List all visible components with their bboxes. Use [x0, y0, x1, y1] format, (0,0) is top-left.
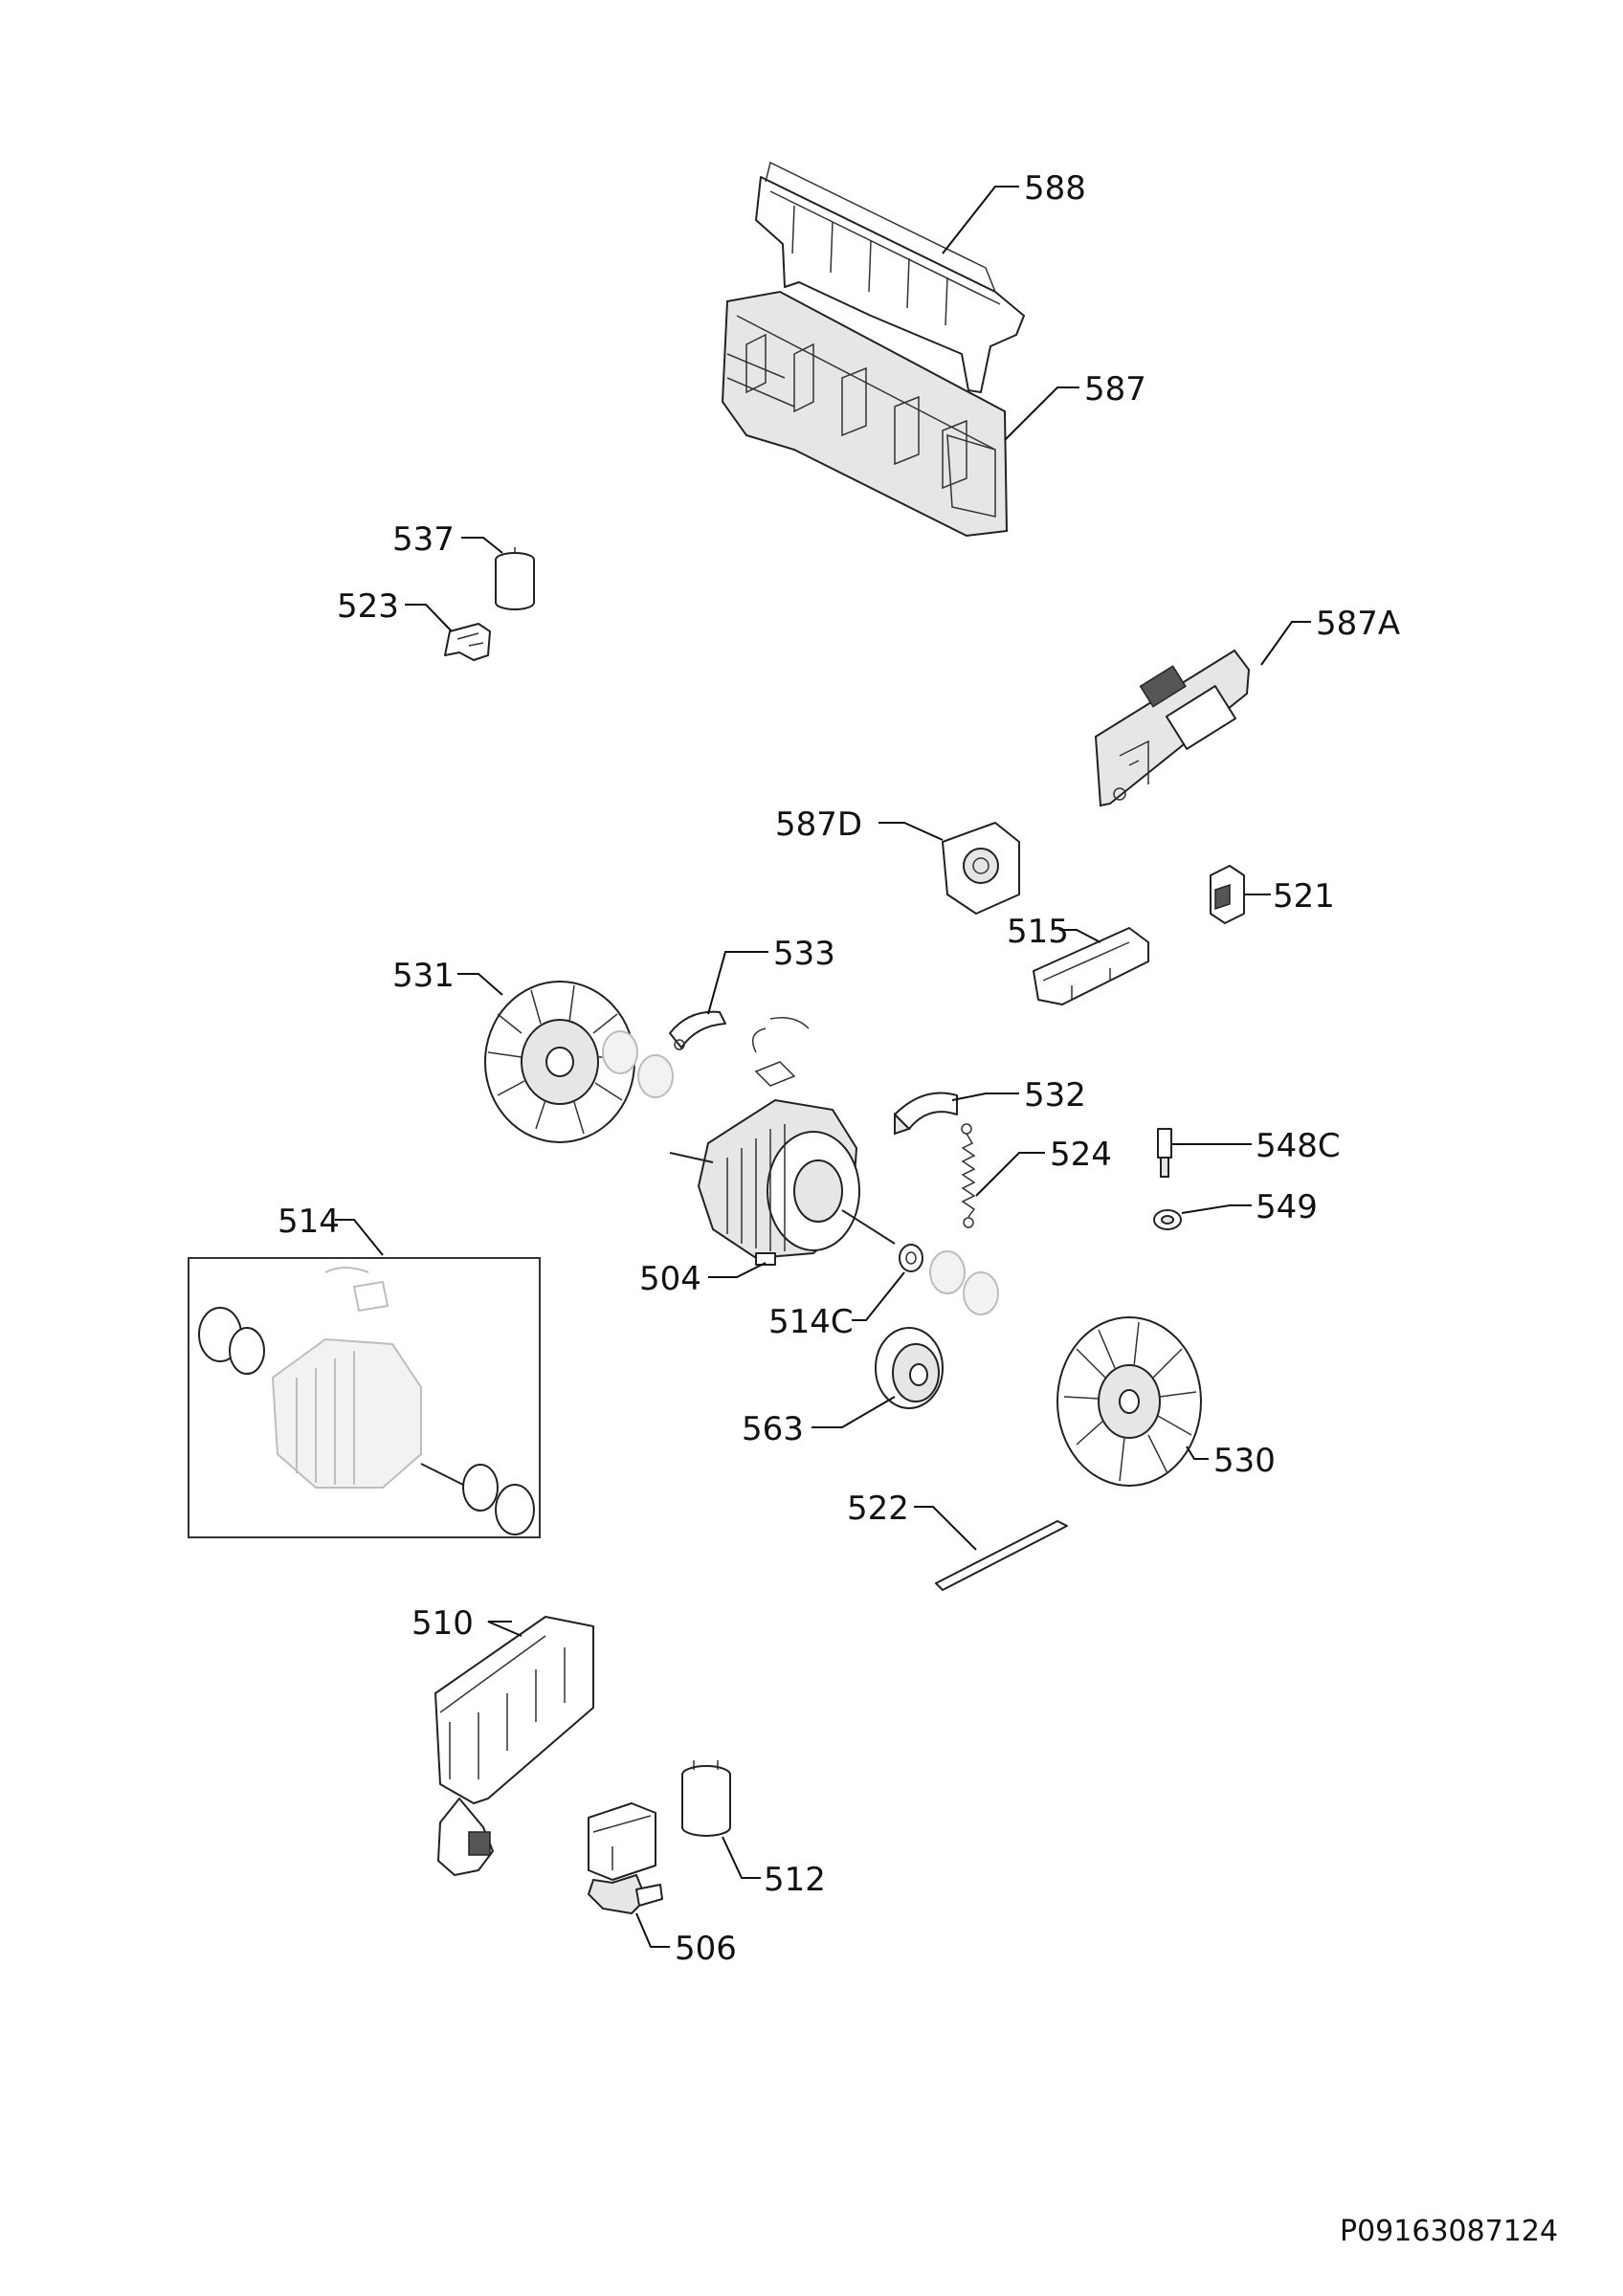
part-524-spring: [961, 1123, 976, 1228]
callout-531: 531: [392, 957, 455, 995]
callout-533: 533: [773, 935, 835, 973]
callout-587D: 587D: [775, 806, 862, 844]
part-515-door-lock: [1033, 927, 1149, 1005]
part-531-impeller: [484, 981, 635, 1143]
part-588-cover: [755, 161, 1025, 393]
part-530-fan: [1056, 1316, 1202, 1487]
callout-549: 549: [1256, 1188, 1318, 1226]
part-587-main-board: [721, 290, 1009, 538]
callout-512: 512: [764, 1861, 826, 1899]
callout-521: 521: [1273, 877, 1335, 916]
ghost-bearing-rings: [602, 1030, 999, 1315]
part-537-capacitor: [495, 547, 535, 610]
callout-522: 522: [847, 1490, 909, 1528]
callout-515: 515: [1007, 913, 1069, 951]
part-549-grommet: [1153, 1209, 1182, 1230]
callout-548C: 548C: [1256, 1127, 1341, 1165]
document-code: P09163087124: [1340, 2215, 1558, 2248]
callout-524: 524: [1050, 1136, 1112, 1174]
callout-587A: 587A: [1316, 605, 1400, 643]
callout-514: 514: [278, 1203, 340, 1241]
callout-587: 587: [1084, 370, 1146, 408]
part-532-cover: [894, 1092, 958, 1136]
part-523-connector: [444, 623, 491, 661]
part-587D-module: [942, 822, 1020, 915]
part-563-pulley: [875, 1327, 944, 1409]
part-521-switch: [1210, 865, 1245, 924]
part-587A-board: [1094, 649, 1251, 807]
callout-labels: 588 587 537 523 587A 587D 521 515 531 53…: [278, 169, 1558, 2248]
part-512-filter: [681, 1760, 731, 1837]
part-533-bracket: [669, 1010, 726, 1050]
callout-532: 532: [1024, 1076, 1086, 1115]
callout-514C: 514C: [768, 1303, 854, 1341]
callout-537: 537: [392, 520, 455, 559]
callout-506: 506: [675, 1930, 737, 1968]
part-514C-bearing: [899, 1244, 923, 1272]
callout-530: 530: [1213, 1442, 1276, 1480]
part-522-strip: [935, 1520, 1068, 1591]
callout-588: 588: [1024, 169, 1086, 208]
callout-523: 523: [337, 587, 399, 626]
part-514-motor-kit-inset: [188, 1257, 541, 1538]
callout-510: 510: [411, 1604, 474, 1643]
part-510-housing: [434, 1616, 594, 1876]
callout-504: 504: [639, 1260, 701, 1298]
part-548C-sensor: [1157, 1128, 1172, 1178]
part-506-pump: [587, 1802, 663, 1915]
part-504-motor: [669, 1017, 896, 1266]
leader-lines: [335, 186, 1311, 1948]
callout-563: 563: [742, 1410, 804, 1448]
